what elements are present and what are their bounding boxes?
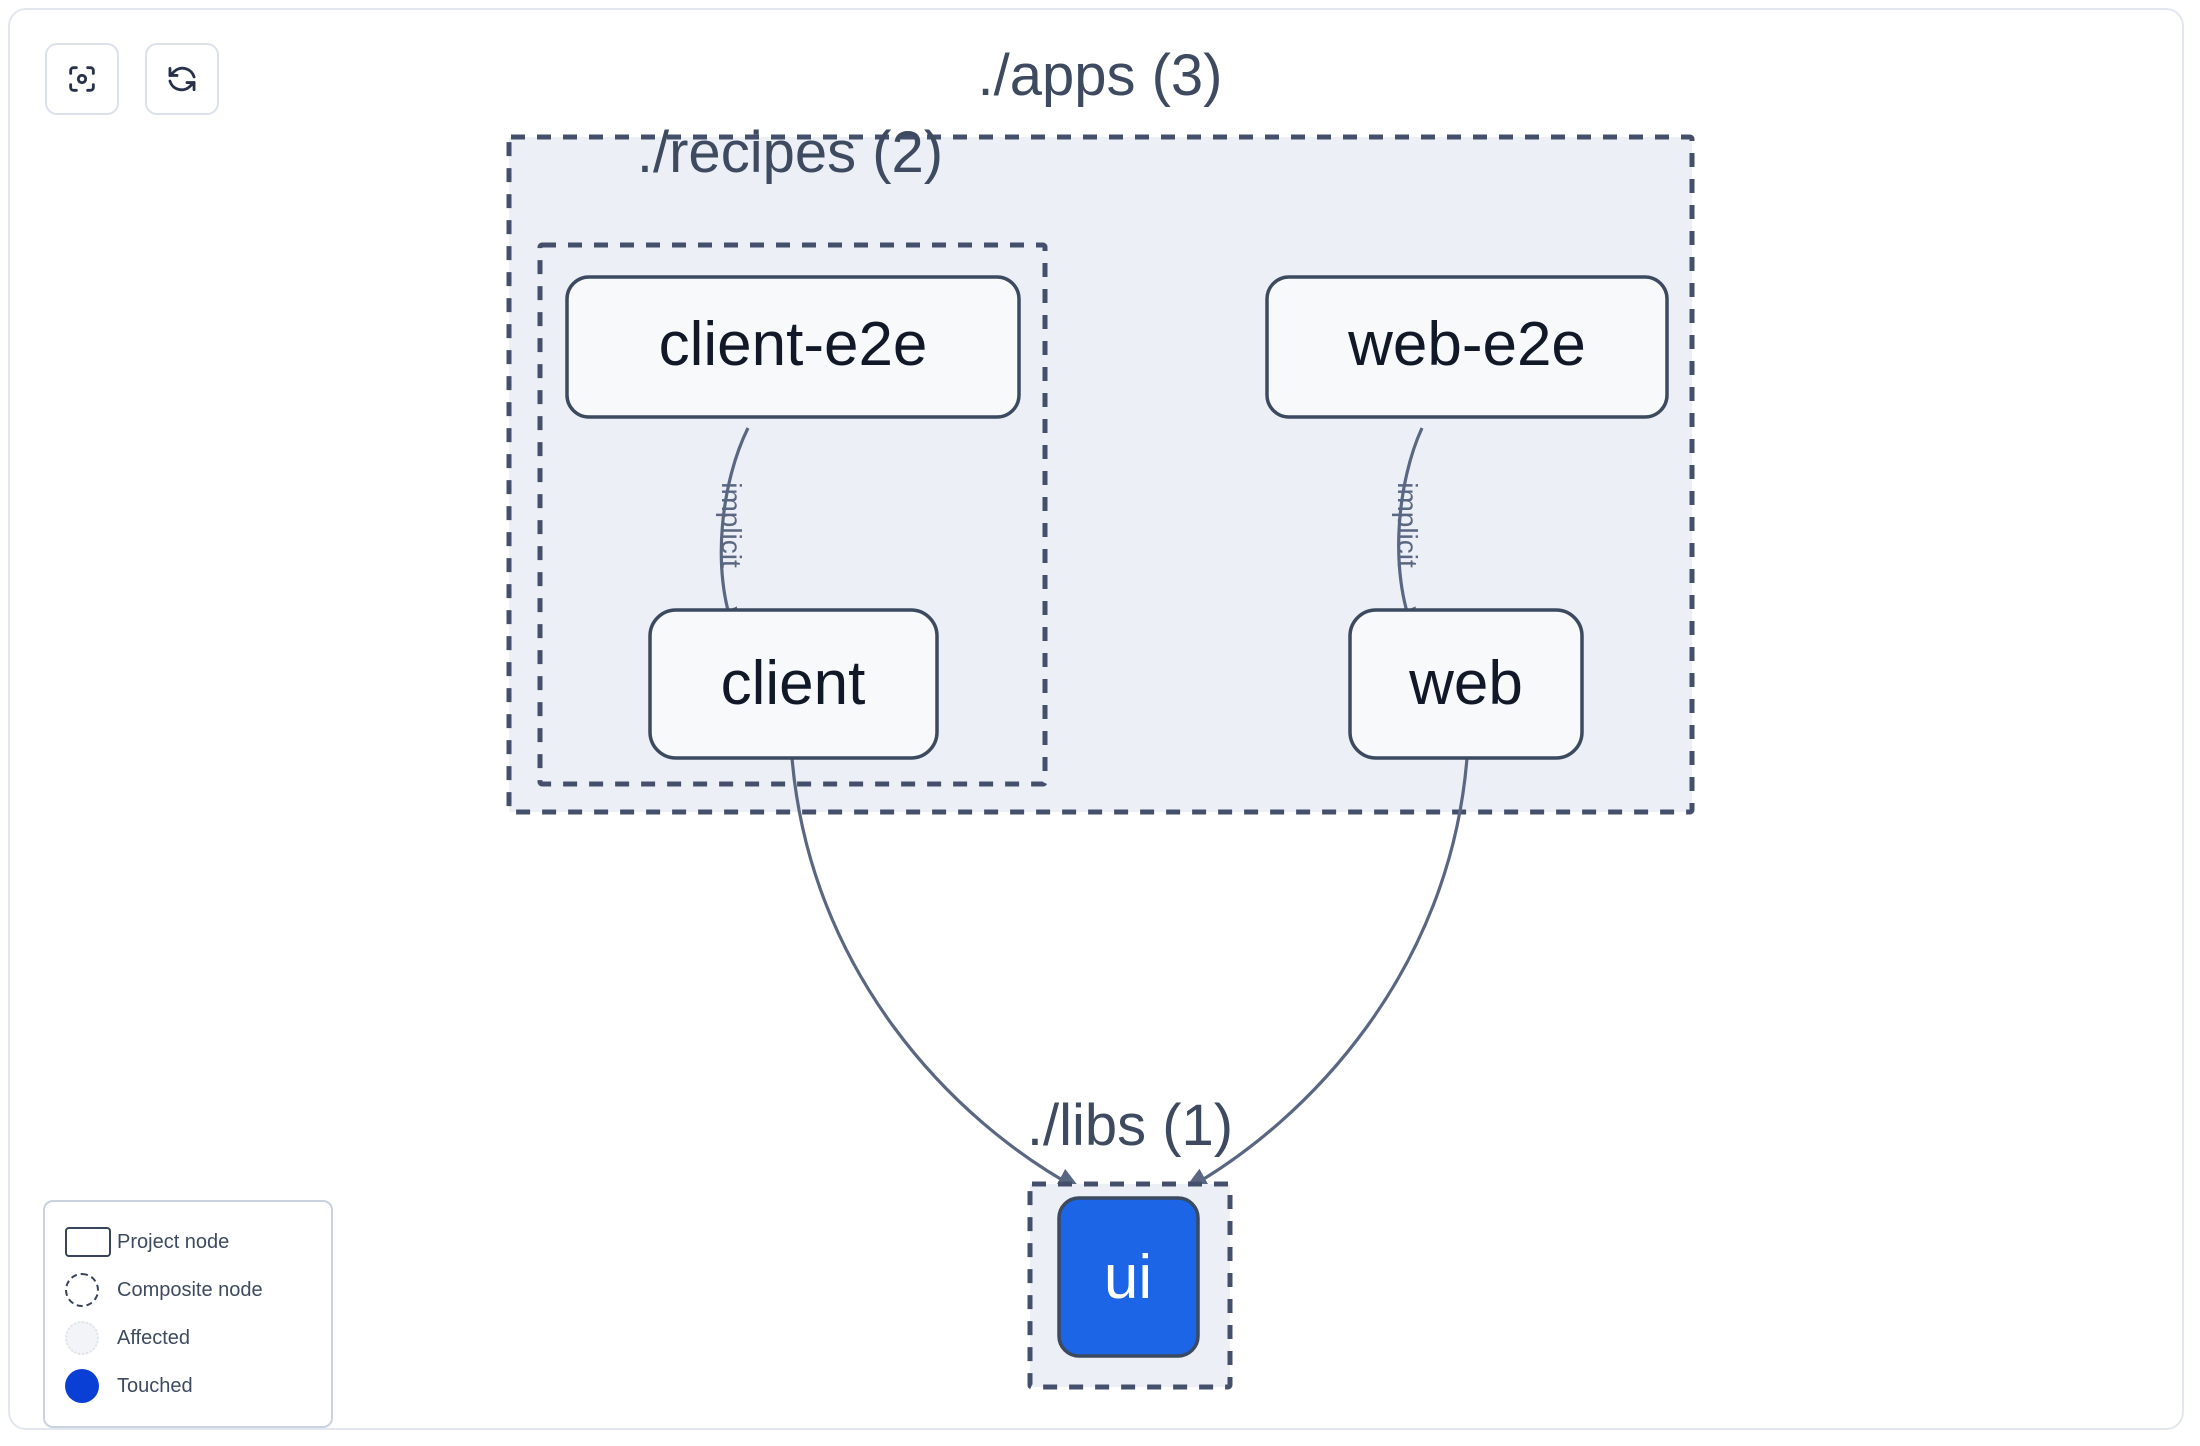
focus-graph-button[interactable] [45,43,119,115]
edge-client-to-ui[interactable] [790,757,1083,1192]
edge-web-to-ui-path[interactable] [1182,757,1469,1192]
legend-item-composite-node: Composite node [65,1266,313,1314]
node-web-e2e[interactable]: web-e2e [1265,275,1669,419]
node-web-e2e-label: web-e2e [1347,310,1586,379]
node-web-label: web [1408,649,1523,718]
node-web-box[interactable] [1348,608,1584,760]
touched-swatch [65,1369,117,1403]
composite-node-swatch [65,1273,117,1307]
refresh-sync-icon [165,62,199,96]
graph-toolbar [45,43,219,115]
edge-client-to-ui-path[interactable] [790,757,1083,1192]
node-ui-label: ui [1104,1243,1152,1312]
edge-web-e2e-to-web[interactable]: implicit [1392,427,1424,635]
focus-target-icon [65,62,99,96]
group-libs-label: ./libs (1) [1027,1093,1233,1158]
node-client-box[interactable] [648,608,939,760]
edge-client-e2e-to-client[interactable]: implicit [715,427,750,635]
legend-item-affected: Affected [65,1314,313,1362]
refresh-graph-button[interactable] [145,43,219,115]
edge-web-e2e-to-web-path[interactable] [1394,427,1424,635]
legend-label-affected: Affected [117,1326,191,1349]
group-apps-label: ./apps (3) [978,43,1223,108]
legend-label-touched: Touched [117,1374,193,1397]
node-ui[interactable]: ui [1057,1196,1200,1358]
group-recipes-label: ./recipes (2) [637,120,943,185]
legend-item-touched: Touched [65,1362,313,1410]
edge-web-e2e-to-web-label: implicit [1392,482,1423,568]
legend-item-project-node: Project node [65,1218,313,1266]
node-web[interactable]: web [1348,608,1584,760]
affected-swatch [65,1321,117,1355]
graph-legend: Project node Composite node Affected Tou… [43,1200,333,1428]
node-client-e2e[interactable]: client-e2e [565,275,1021,419]
graph-panel: ./apps (3) ./recipes (2) implicit [8,8,2184,1430]
legend-label-composite-node: Composite node [117,1278,263,1301]
node-client-e2e-box[interactable] [565,275,1021,419]
graph-canvas[interactable]: ./apps (3) ./recipes (2) implicit [10,10,2186,1432]
project-node-swatch [65,1227,117,1257]
node-web-e2e-box[interactable] [1265,275,1669,419]
node-client-label: client [721,649,866,718]
node-ui-box[interactable] [1057,1196,1200,1358]
edge-client-e2e-to-client-label: implicit [716,482,747,568]
node-client-e2e-label: client-e2e [659,310,928,379]
edge-client-e2e-to-client-path[interactable] [715,427,750,635]
legend-label-project-node: Project node [117,1230,230,1253]
node-client[interactable]: client [648,608,939,760]
edge-web-to-ui[interactable] [1182,757,1469,1192]
